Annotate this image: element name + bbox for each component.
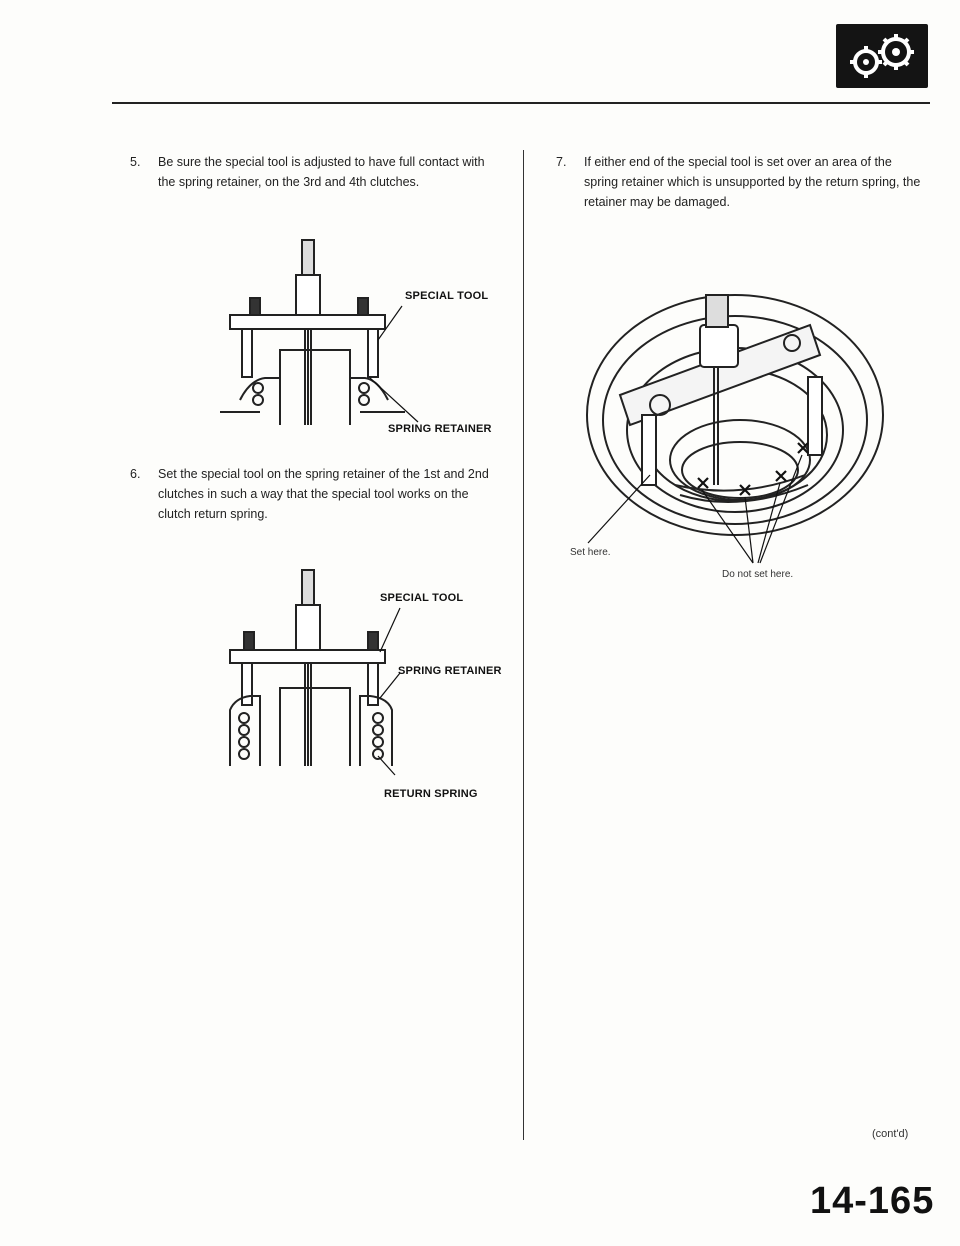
step-6-text: Set the special tool on the spring retai… [158,467,489,521]
step-5-number: 5. [130,155,141,169]
continued-note: (cont'd) [872,1128,909,1140]
step-7-number: 7. [556,155,567,169]
figure-set-position-warning [586,294,884,564]
figure3-do-not-set-here-label: Do not set here. [722,569,794,580]
figure2-return-spring-label: RETURN SPRING [384,788,478,800]
step-5-text: Be sure the special tool is adjusted to … [158,155,485,189]
figure3-set-here-label: Set here. [570,547,611,558]
step-7-text: If either end of the special tool is set… [584,155,921,209]
header-rule [112,102,930,104]
figure1-spring-retainer-label: SPRING RETAINER [388,423,492,435]
figure1-special-tool-label: SPECIAL TOOL [405,290,489,302]
figure2-spring-retainer-label: SPRING RETAINER [398,665,502,677]
gears-icon [836,24,928,88]
step-6-number: 6. [130,467,141,481]
figure2-special-tool-label: SPECIAL TOOL [380,592,464,604]
figure-tool-on-retainer-3rd-4th [220,239,419,425]
figure-tool-on-return-spring-1st-2nd [229,569,401,776]
page-number: 14-165 [810,1180,935,1222]
column-divider [523,150,524,1140]
